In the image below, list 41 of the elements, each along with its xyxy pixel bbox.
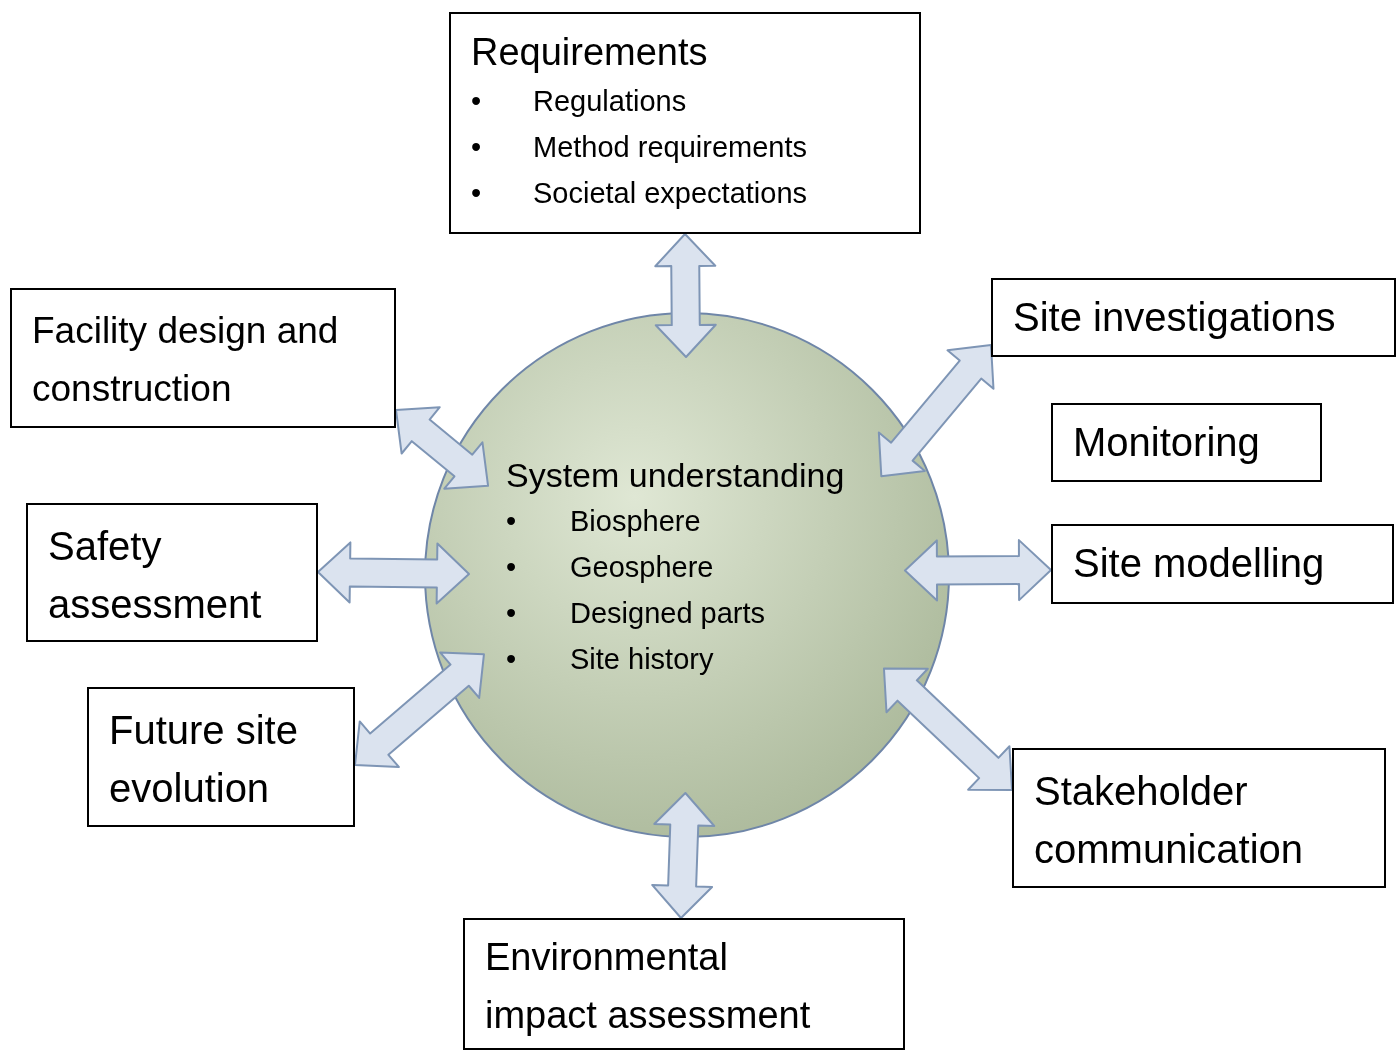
topic-box <box>87 687 355 827</box>
bullet: • <box>506 596 518 631</box>
double-block-arrow <box>354 651 485 768</box>
bullet: • <box>506 550 518 585</box>
topic-box <box>26 503 318 642</box>
topic-box <box>1012 748 1386 888</box>
topic-box <box>10 288 396 428</box>
topic-box <box>1051 524 1394 604</box>
list-item-text: Site history <box>570 642 714 677</box>
list-item-text: Societal expectations <box>533 176 808 211</box>
bullet: • <box>506 504 518 539</box>
topic-box <box>1051 403 1322 482</box>
list-item-text: Biosphere <box>570 504 701 539</box>
box-label: Site modelling <box>1073 540 1325 587</box>
list-item-text: Geosphere <box>570 550 714 585</box>
list-item-text: Designed parts <box>570 596 766 631</box>
double-block-arrow <box>317 541 470 605</box>
box-label: Safety assessment <box>48 523 263 628</box>
bullet: • <box>471 130 483 165</box>
bullet: • <box>471 176 483 211</box>
double-block-arrow <box>877 344 995 478</box>
box-label: Facility design and construction <box>32 309 340 411</box>
topic-box <box>449 12 921 234</box>
bullet: • <box>506 642 518 677</box>
double-block-arrow <box>395 406 490 490</box>
bullet: • <box>471 84 483 119</box>
box-heading: Requirements <box>471 30 708 75</box>
double-block-arrow <box>651 792 716 919</box>
box-label: Stakeholder communication <box>1034 768 1304 873</box>
box-label: Future site evolution <box>109 707 299 812</box>
box-label: Environmental impact assessment <box>485 935 812 1038</box>
double-block-arrow <box>903 539 1052 602</box>
circle-heading: System understanding <box>506 455 845 496</box>
list-item-text: Method requirements <box>533 130 808 165</box>
list-item-text: Regulations <box>533 84 687 119</box>
double-block-arrow <box>882 667 1013 791</box>
topic-box <box>991 278 1396 357</box>
box-label: Monitoring <box>1073 419 1260 466</box>
double-block-arrow <box>654 233 717 358</box>
box-label: Site investigations <box>1013 294 1336 341</box>
topic-box <box>463 918 905 1050</box>
